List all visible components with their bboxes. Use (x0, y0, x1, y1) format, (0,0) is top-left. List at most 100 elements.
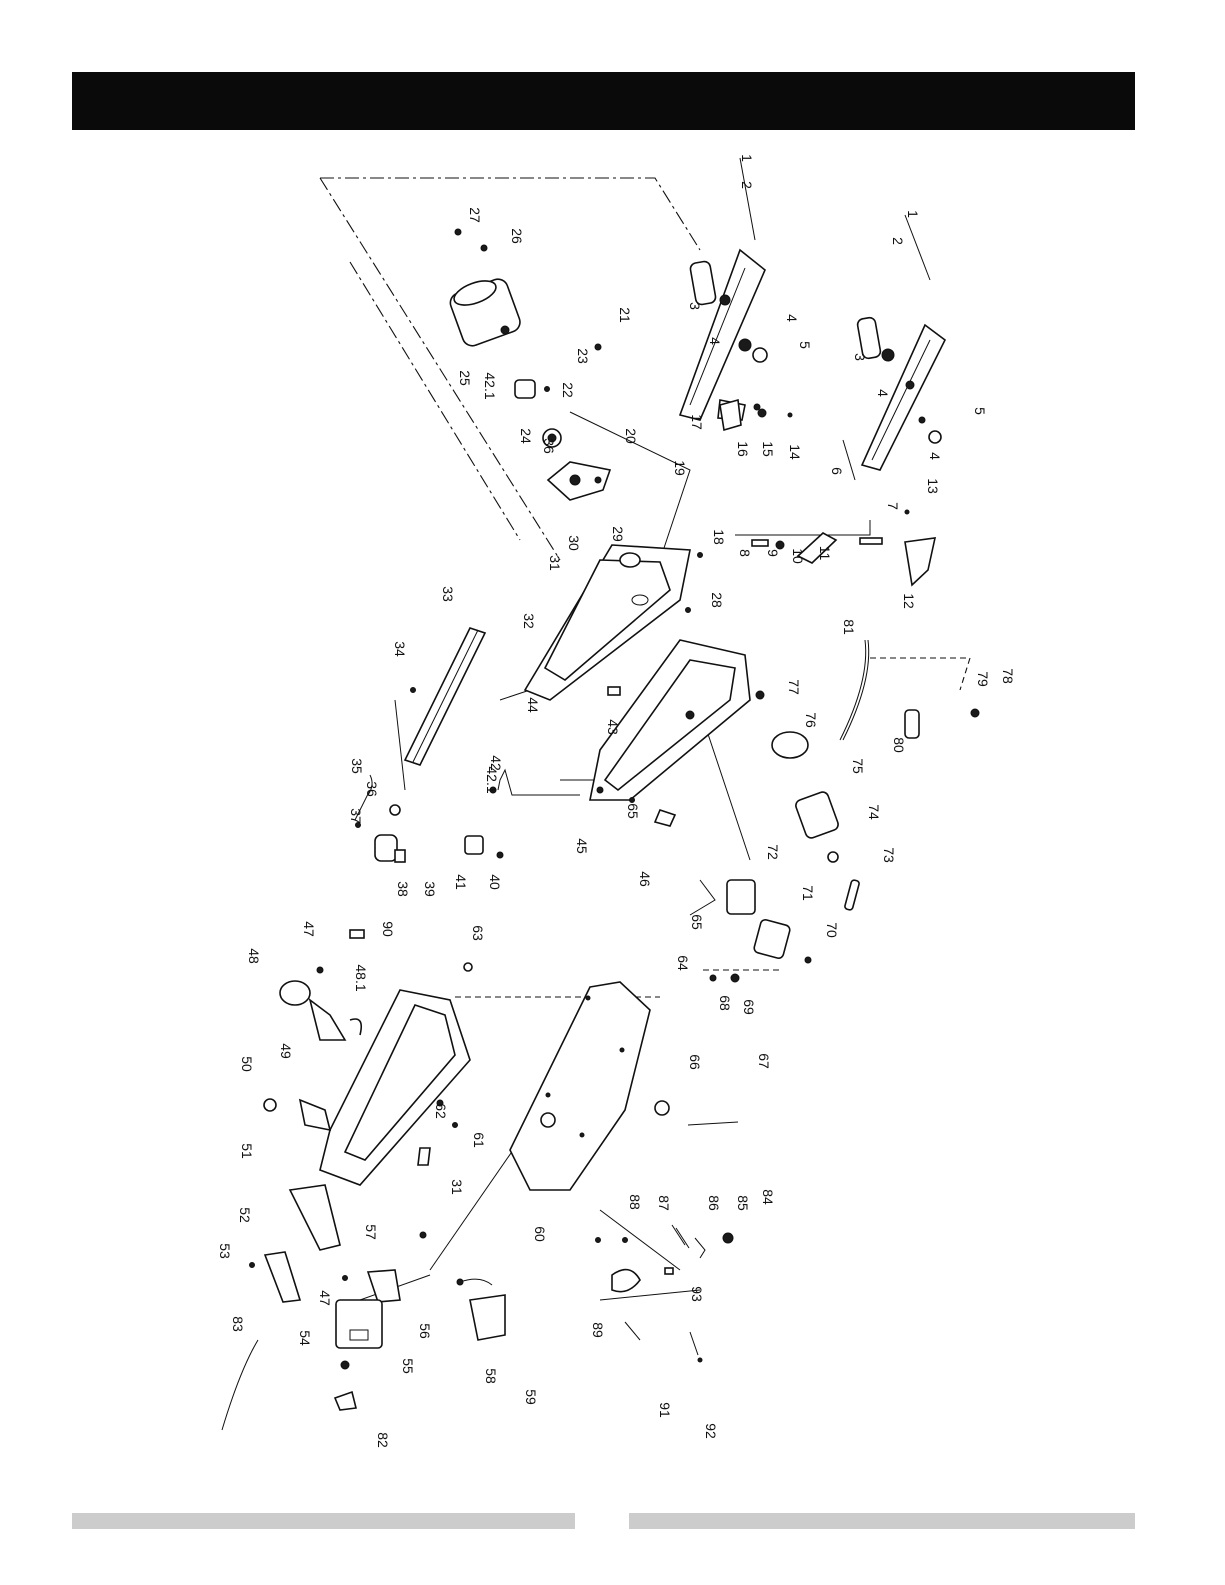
hardware-parts (595, 1224, 734, 1363)
callout-46: 46 (637, 871, 653, 887)
callout-17: 17 (689, 414, 705, 430)
callout-4: 4 (784, 314, 800, 322)
base-frame (589, 639, 751, 827)
callout-81: 81 (841, 619, 857, 635)
callout-4d: 4 (927, 452, 943, 460)
callout-85: 85 (735, 1195, 751, 1211)
callout-42: 42 (488, 755, 504, 771)
callout-1: 1 (739, 154, 755, 162)
callout-43: 43 (605, 719, 621, 735)
console-bracket (333, 1231, 427, 1411)
callout-57: 57 (363, 1224, 379, 1240)
callout-41: 41 (453, 874, 469, 890)
callout-54: 54 (297, 1330, 313, 1346)
mounting-plate (546, 461, 612, 501)
callout-5b: 5 (972, 407, 988, 415)
small-parts-66-67 (654, 1100, 739, 1126)
callout-86: 86 (706, 1195, 722, 1211)
footer-bar-right (629, 1513, 1135, 1529)
callout-1b: 1 (905, 210, 921, 218)
callout-3b: 3 (852, 353, 868, 361)
callout-36: 36 (541, 438, 557, 454)
callout-2: 2 (739, 181, 755, 189)
side-covers (249, 1184, 341, 1303)
roller-assembly (709, 690, 860, 983)
callout-19: 19 (672, 460, 688, 476)
callout-69: 69 (741, 999, 757, 1015)
callout-40: 40 (487, 874, 503, 890)
callout-26: 26 (509, 228, 525, 244)
callout-66: 66 (687, 1054, 703, 1070)
callout-90: 90 (380, 921, 396, 937)
callout-45: 45 (574, 838, 590, 854)
clamp-plate (719, 398, 793, 432)
connector-parts (464, 786, 504, 859)
callout-79: 79 (975, 671, 991, 687)
callout-76: 76 (803, 712, 819, 728)
callout-60: 60 (532, 1226, 548, 1242)
callout-48.1: 48.1 (353, 964, 369, 991)
spring-assembly (839, 639, 980, 741)
motor (449, 228, 521, 347)
callout-59: 59 (523, 1389, 539, 1405)
callout-4c: 4 (875, 389, 891, 397)
callout-7: 7 (885, 502, 901, 510)
callout-35: 35 (349, 758, 365, 774)
callout-11: 11 (817, 546, 833, 561)
callout-23: 23 (575, 348, 591, 364)
callout-31b: 31 (449, 1179, 465, 1195)
callout-36b: 36 (364, 781, 380, 797)
callout-8: 8 (737, 549, 753, 557)
callout-77: 77 (786, 679, 802, 695)
callout-4b: 4 (707, 337, 723, 345)
sensor-parts (456, 1278, 506, 1341)
callout-70: 70 (824, 922, 840, 938)
callout-63: 63 (470, 925, 486, 941)
pulley-assembly (514, 343, 602, 448)
cable (497, 768, 580, 796)
callout-47b: 47 (317, 1290, 333, 1306)
callout-62: 62 (433, 1103, 449, 1119)
callout-14: 14 (787, 444, 803, 460)
callout-61: 61 (471, 1132, 487, 1148)
callout-58: 58 (483, 1368, 499, 1384)
callout-29: 29 (610, 526, 626, 542)
callout-44: 44 (525, 697, 541, 713)
callout-2b: 2 (890, 237, 906, 245)
callout-89: 89 (590, 1322, 606, 1338)
handle-arm-lower (842, 316, 947, 481)
callout-53: 53 (217, 1243, 233, 1259)
bracket-parts (751, 509, 937, 587)
callout-30: 30 (566, 535, 582, 551)
callout-21: 21 (617, 307, 633, 323)
callout-82: 82 (375, 1432, 391, 1448)
callout-52: 52 (237, 1207, 253, 1223)
base-plate (509, 981, 651, 1191)
callout-87: 87 (656, 1195, 672, 1211)
callout-91: 91 (657, 1402, 673, 1418)
callout-42.1: 42.1 (482, 372, 498, 399)
header-bar (72, 72, 1135, 130)
callout-83: 83 (230, 1316, 246, 1332)
callout-34: 34 (392, 641, 408, 657)
callout-93: 93 (689, 1286, 705, 1302)
handle-arm-upper (678, 248, 768, 421)
callout-33: 33 (440, 586, 456, 602)
callout-6: 6 (829, 467, 845, 475)
callout-3: 3 (687, 302, 703, 310)
callout-64: 64 (675, 955, 691, 971)
callout-56: 56 (417, 1323, 433, 1339)
callout-37: 37 (348, 808, 364, 824)
callout-51: 51 (239, 1143, 255, 1159)
callout-50: 50 (239, 1056, 255, 1072)
callout-32: 32 (521, 613, 537, 629)
callout-55: 55 (400, 1358, 416, 1374)
power-cable (221, 1339, 259, 1431)
callout-16: 16 (735, 441, 751, 457)
callout-78: 78 (1000, 668, 1016, 684)
callout-48: 48 (246, 948, 262, 964)
callout-27: 27 (467, 207, 483, 223)
callout-42.1b: 42.1 (484, 766, 500, 793)
